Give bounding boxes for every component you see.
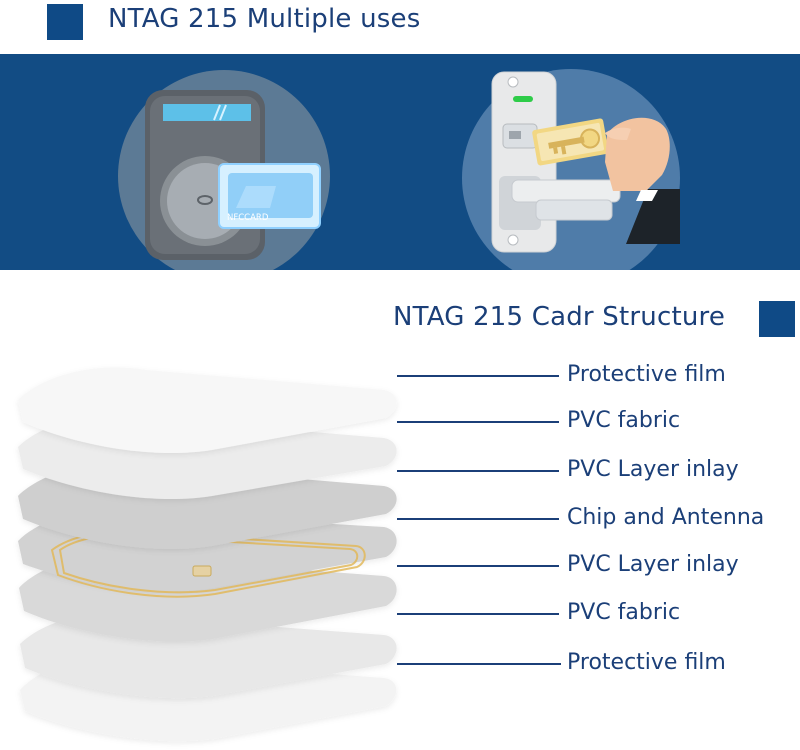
layer-label-4: Chip and Antenna <box>567 505 765 530</box>
layer-1 <box>18 367 397 454</box>
header-marker <box>47 4 83 40</box>
usage-banner: NFCCARD <box>0 54 800 270</box>
nfc-card-text: NFCCARD <box>227 213 269 223</box>
layer-label-5: PVC Layer inlay <box>567 552 739 577</box>
structure-title: NTAG 215 Cadr Structure <box>393 302 726 332</box>
structure-marker <box>759 301 795 337</box>
card-reader-illustration: NFCCARD <box>145 90 321 260</box>
door-lock-illustration <box>491 71 680 253</box>
layer-label-7: Protective film <box>567 650 726 675</box>
label-line-protective-film-top <box>397 375 559 377</box>
usage-illustrations: NFCCARD <box>145 71 680 260</box>
label-line-protective-film-bottom <box>397 663 561 665</box>
layer-label-2: PVC fabric <box>567 408 681 433</box>
header-area <box>0 0 800 54</box>
key-card <box>532 118 609 166</box>
label-line-pvc-fabric-top <box>397 421 559 423</box>
label-line-pvc-layer-inlay-bottom <box>397 565 559 567</box>
layer-label-6: PVC fabric <box>567 600 681 625</box>
card-layer-illustration <box>18 367 397 742</box>
layer-label-3: PVC Layer inlay <box>567 457 739 482</box>
label-line-pvc-fabric-bottom <box>397 613 559 615</box>
layer-label-1: Protective film <box>567 362 726 387</box>
label-line-pvc-layer-inlay-top <box>397 470 559 472</box>
page-title: NTAG 215 Multiple uses <box>108 4 421 34</box>
label-line-chip-antenna <box>397 518 559 520</box>
